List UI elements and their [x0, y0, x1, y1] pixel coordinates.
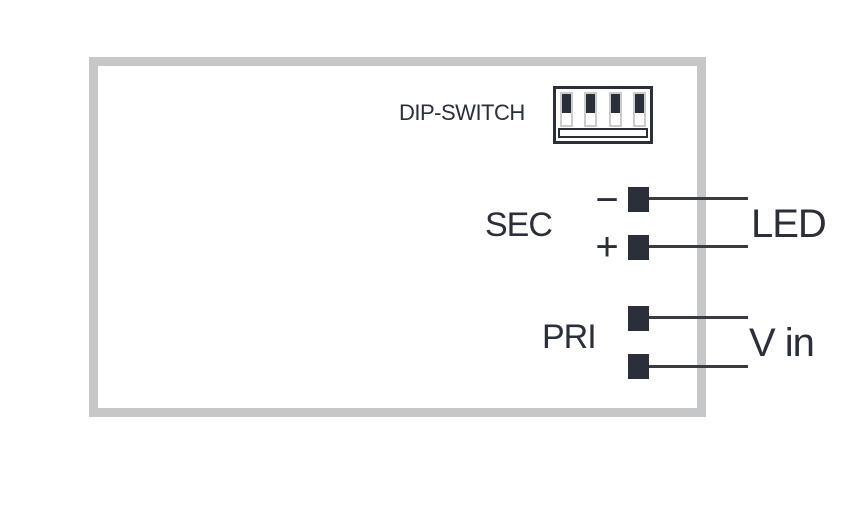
pri-terminal-2: [628, 354, 649, 379]
wire-pri-1-to-vin: [649, 316, 748, 319]
dip-switch-handle: [634, 94, 644, 114]
vin-label: V in: [749, 321, 815, 365]
sec-plus-terminal: [628, 235, 649, 260]
dip-switch-base-strip: [558, 128, 648, 138]
dip-switch-slot: [560, 92, 573, 127]
led-label: LED: [751, 202, 827, 246]
minus-sign: −: [595, 177, 619, 222]
dip-switch-handle: [562, 94, 571, 114]
dip-switch-icon: [553, 86, 653, 144]
dip-switch-slot: [632, 92, 646, 127]
dip-switch-slot: [608, 92, 622, 127]
wire-pri-2-to-vin: [649, 365, 748, 368]
dip-switch-handle: [586, 94, 596, 114]
pri-terminal-1: [628, 306, 649, 331]
pri-label: PRI: [542, 318, 597, 356]
wire-sec-plus-to-led: [649, 245, 748, 248]
dip-switch-slot: [584, 92, 598, 127]
sec-minus-terminal: [628, 187, 649, 212]
sec-label: SEC: [485, 206, 553, 244]
dip-switch-handle: [610, 94, 620, 114]
dip-switch-label: DIP-SWITCH: [399, 100, 525, 125]
dip-switch-slots: [560, 92, 646, 127]
plus-sign: +: [595, 224, 619, 269]
wire-sec-minus-to-led: [649, 197, 748, 200]
